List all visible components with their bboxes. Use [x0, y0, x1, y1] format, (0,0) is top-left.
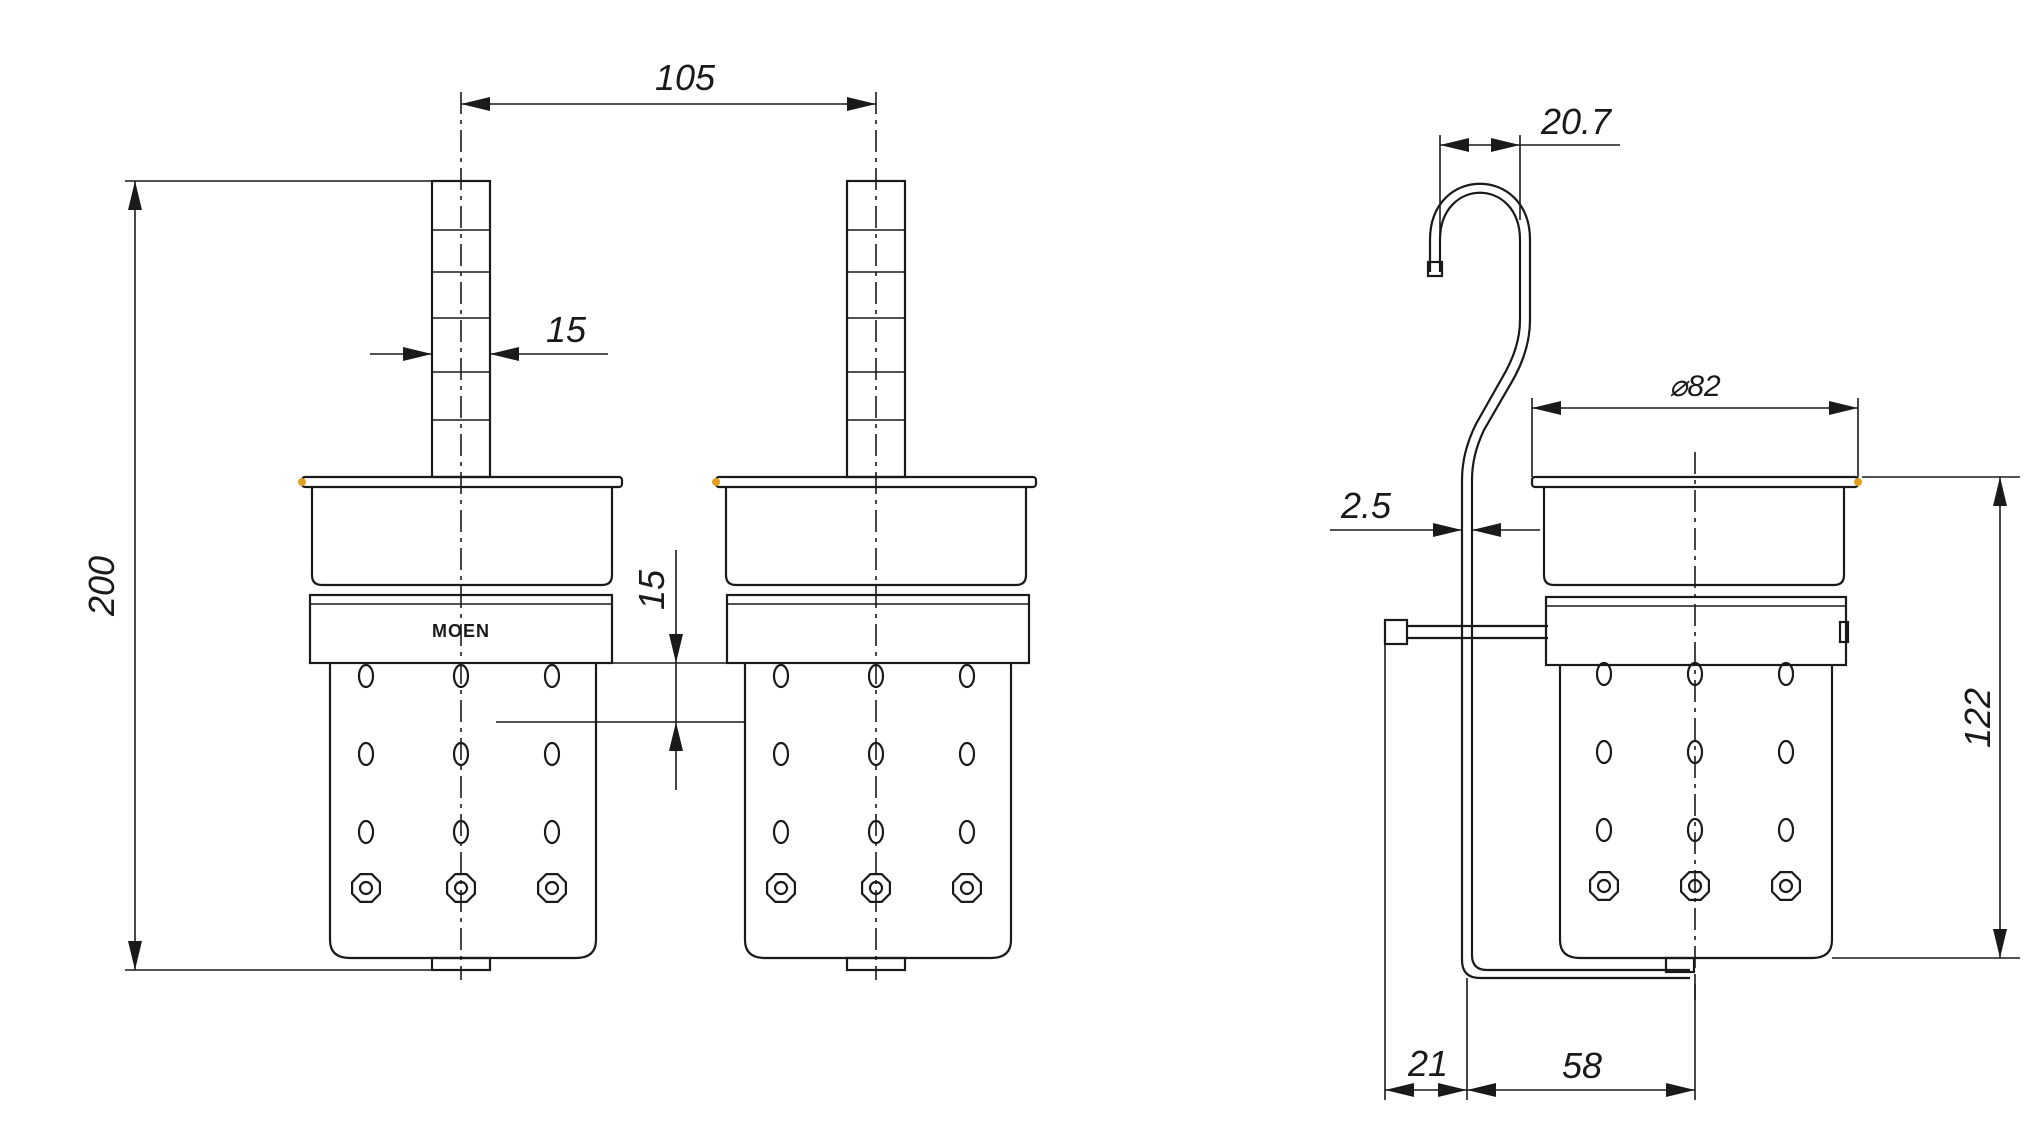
perforation-hole — [1595, 661, 1613, 687]
dim-hook-20-7: 20.7 — [1439, 101, 1620, 262]
drain-nut-center — [1778, 878, 1794, 894]
perforation-hole — [958, 819, 976, 845]
perforation-hole — [958, 663, 976, 689]
wall-hook — [1428, 182, 1690, 972]
wall-hook-inner — [1438, 191, 1690, 980]
dim-label-21: 21 — [1407, 1043, 1448, 1084]
dim-offset-21: 21 — [1384, 644, 1468, 1100]
side-view: 20.7 ⌀82 122 2.5 — [1330, 101, 2020, 1100]
drain-nut-center — [773, 880, 789, 896]
dim-post-width-15: 15 — [370, 309, 608, 361]
dim-label-200: 200 — [81, 556, 122, 617]
side-basket — [1558, 665, 1834, 960]
drain-nut — [860, 872, 892, 904]
dim-label-15-offset: 15 — [631, 569, 672, 610]
dim-spacing-105: 105 — [461, 57, 876, 111]
dim-height-200: 200 — [81, 180, 432, 971]
right-cup-assembly — [712, 179, 1038, 972]
drain-nut-center — [358, 880, 374, 896]
side-band — [1544, 595, 1848, 667]
perforation-hole — [1595, 739, 1613, 765]
perforation-hole — [1777, 739, 1795, 765]
perforation-hole — [357, 741, 375, 767]
perforation-hole — [772, 741, 790, 767]
perforation-hole — [1777, 817, 1795, 843]
perforation-hole — [1777, 661, 1795, 687]
drain-nut — [1679, 870, 1711, 902]
right-basket — [743, 663, 1013, 960]
dim-label-20-7: 20.7 — [1540, 101, 1613, 142]
mount-arm — [1383, 618, 1548, 646]
drain-nut — [951, 872, 983, 904]
side-foot — [1664, 956, 1696, 974]
perforation-hole — [958, 741, 976, 767]
perforation-hole — [543, 663, 561, 689]
drain-nut — [536, 872, 568, 904]
right-cup-top — [724, 487, 1028, 587]
perforation-hole — [543, 741, 561, 767]
dim-label-58: 58 — [1562, 1045, 1602, 1086]
dim-label-15-post: 15 — [546, 309, 587, 350]
dim-label-82: ⌀82 — [1669, 370, 1721, 403]
dim-height-122: 122 — [1832, 476, 2020, 959]
dim-basket-offset-15: 15 — [631, 550, 683, 790]
dim-rail-2-5: 2.5 — [1330, 485, 1540, 537]
hook-tip — [1426, 260, 1444, 278]
drain-nut-center — [1596, 878, 1612, 894]
left-rim-marker — [298, 478, 306, 486]
left-cup-top — [310, 487, 614, 587]
drain-nut-center — [544, 880, 560, 896]
left-rim — [300, 475, 624, 489]
right-rim-marker — [712, 478, 720, 486]
perforation-hole — [357, 663, 375, 689]
perforation-holes-front — [351, 663, 983, 904]
perforation-hole — [772, 819, 790, 845]
side-cup — [1530, 475, 1862, 974]
dim-label-2-5: 2.5 — [1340, 485, 1392, 526]
perforation-hole — [772, 663, 790, 689]
left-basket — [328, 663, 598, 960]
drain-nut — [1770, 870, 1802, 902]
drain-nut — [1588, 870, 1620, 902]
drain-nut — [765, 872, 797, 904]
right-band — [725, 593, 1031, 665]
dim-depth-58: 58 — [1467, 978, 1696, 1100]
left-cup-assembly: MOEN — [298, 179, 624, 972]
dim-label-105: 105 — [655, 57, 716, 98]
dim-diameter-82: ⌀82 — [1531, 370, 1859, 477]
side-cup-top — [1542, 487, 1846, 587]
drain-nut — [351, 872, 381, 904]
perforation-hole — [1595, 817, 1613, 843]
drain-nut-center — [959, 880, 975, 896]
front-view: MOEN — [81, 57, 1038, 980]
drain-nut — [446, 872, 476, 904]
perforation-hole — [357, 819, 375, 845]
side-rim-marker — [1854, 478, 1862, 486]
perforation-hole — [543, 819, 561, 845]
dim-label-122: 122 — [1957, 688, 1998, 748]
